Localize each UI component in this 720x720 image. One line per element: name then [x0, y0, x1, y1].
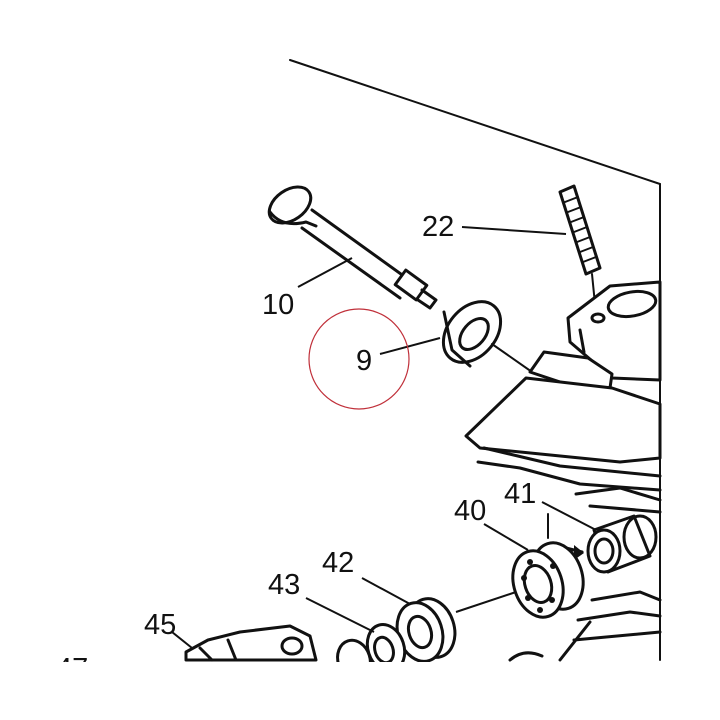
part-stud: [558, 184, 602, 315]
part-rocker-arm: [184, 624, 318, 662]
part-seal: [441, 300, 533, 373]
leader-40: [483, 523, 529, 551]
bottom-margin: [0, 662, 720, 720]
leader-43: [305, 597, 375, 633]
part-partial: [508, 651, 544, 662]
part-oil-seal: [395, 597, 457, 663]
highlight-circle: [308, 308, 410, 410]
callout-43: 43: [268, 569, 300, 601]
leader-22: [461, 226, 567, 235]
part-cylinder-head: [464, 280, 662, 662]
leader-45: [171, 631, 193, 649]
callout-45: 45: [144, 609, 176, 641]
part-valve: [267, 185, 438, 310]
frame-line: [289, 59, 661, 185]
callout-40: 40: [454, 495, 486, 527]
callout-9: 9: [356, 345, 372, 377]
callout-41: 41: [504, 478, 536, 510]
leader-42: [361, 577, 411, 605]
callout-22: 22: [422, 211, 454, 243]
leader-10: [297, 257, 353, 288]
part-bushing: [547, 513, 658, 574]
axis-line: [455, 591, 517, 613]
leader-9: [379, 337, 441, 355]
leader-41: [541, 501, 597, 531]
callout-10: 10: [262, 289, 294, 321]
callout-42: 42: [322, 547, 354, 579]
part-bearing: [511, 541, 585, 619]
